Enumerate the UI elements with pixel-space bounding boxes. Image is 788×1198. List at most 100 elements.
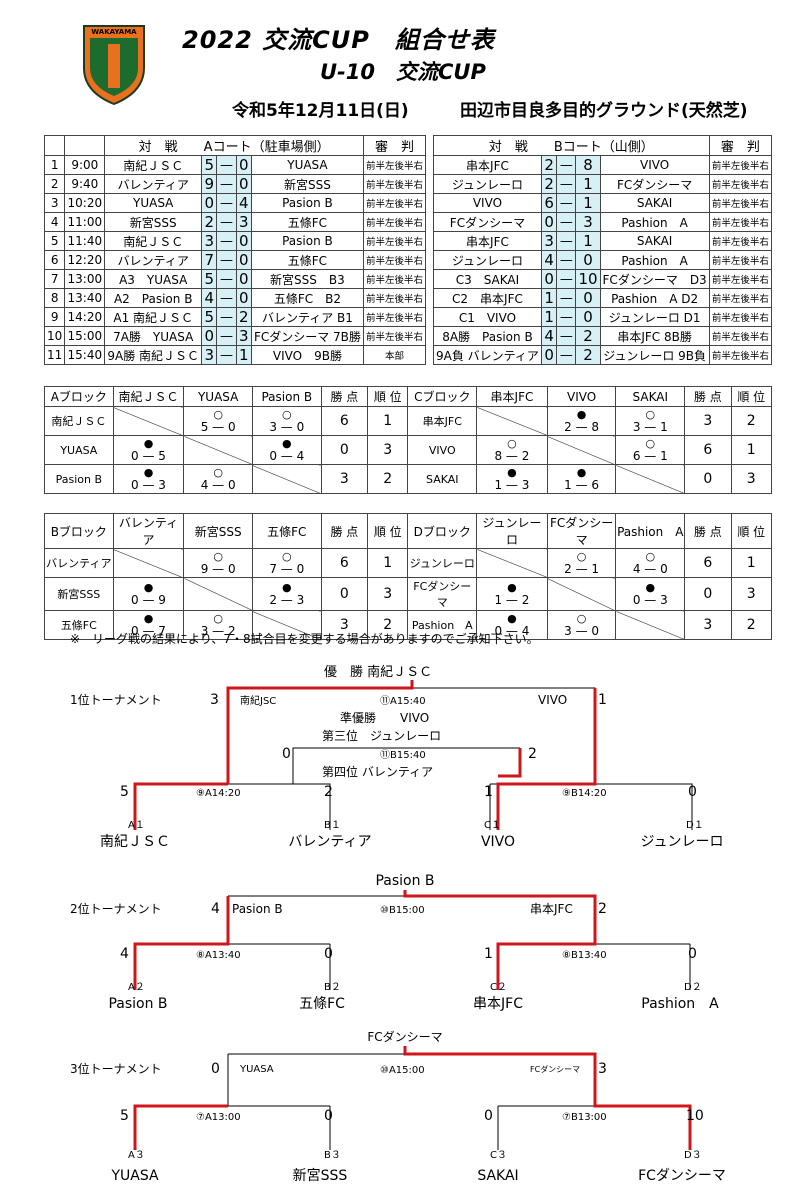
- b1-semi-b-match: ⑨B14:20: [562, 788, 607, 799]
- b-score-dash: —: [556, 250, 577, 270]
- b-score-home: 4: [540, 326, 558, 346]
- bracket-2-winner: Pasion B: [375, 873, 434, 889]
- b1-final-match: ⑪A15:40: [380, 695, 426, 707]
- a-score-dash: —: [216, 212, 237, 232]
- kickoff-time: 12:20: [64, 250, 106, 270]
- loss-mark-icon: ●: [507, 612, 517, 625]
- b-score-away: 2: [575, 345, 601, 365]
- match-number: 2: [43, 174, 66, 194]
- match-number: 6: [43, 250, 66, 270]
- loss-mark-icon: ●: [282, 437, 292, 450]
- b-score-home: 0: [540, 269, 558, 289]
- league-row-team: Pashion A: [407, 610, 478, 640]
- a-team-away: 新宮SSS: [250, 174, 364, 194]
- match-score: 5 — 0: [200, 420, 236, 434]
- bracket-2-title: 2位トーナメント: [70, 901, 162, 916]
- league-row-team: バレンティア: [44, 548, 114, 578]
- b-team-home: ジュンレーロ: [432, 174, 542, 194]
- a-referee: 前半左後半右: [362, 250, 427, 270]
- a-team-home: A1 南紀ＪＳＣ: [104, 307, 203, 327]
- a-referee: 前半左後半右: [362, 231, 427, 251]
- block-team-header: 五條FC: [251, 513, 322, 549]
- match-result-cell: ○9 — 0: [183, 548, 253, 578]
- match-result-cell: ●0 — 3: [615, 577, 686, 611]
- match-result-cell: ●0 — 4: [476, 610, 548, 640]
- b-ref-header: 審 判: [708, 135, 773, 156]
- a-score-home: 0: [201, 326, 218, 346]
- b3-semi-b-score-left: 0: [484, 1108, 493, 1124]
- block-team-header: VIVO: [546, 386, 617, 407]
- loss-mark-icon: ●: [645, 581, 656, 594]
- b-referee: 前半左後半右: [708, 288, 773, 308]
- win-mark-icon: ○: [645, 408, 656, 421]
- b2-semi-b-score-left: 1: [484, 946, 493, 962]
- b-score-dash: —: [556, 307, 577, 327]
- b2-team-a: Pasion B: [108, 996, 167, 1012]
- bracket-1: 1位トーナメント 優 勝 南紀ＪＳＣ 3 南紀JSC ⑪A15:40 VIVO …: [70, 664, 724, 850]
- a-team-away: 新宮SSS B3: [250, 269, 364, 289]
- b3-final-score-right: 3: [598, 1061, 607, 1077]
- row-gap: [425, 212, 434, 232]
- match-score: 4 — 0: [632, 562, 668, 576]
- match-score: 7 — 0: [269, 562, 305, 576]
- a-referee: 前半左後半右: [362, 288, 427, 308]
- b1-final-score-left: 3: [210, 692, 219, 708]
- a-score-dash: —: [216, 345, 237, 365]
- schedule-header-row: 対 戦 Aコート（駐車場側） 審 判 対 戦 Bコート（山側） 審 判: [43, 135, 773, 156]
- b3-team-b: 新宮SSS: [293, 1168, 348, 1184]
- match-result-cell: ●0 — 7: [112, 610, 185, 640]
- a-score-home: 5: [201, 307, 218, 327]
- b1-seed-c: C１: [484, 820, 501, 831]
- b-score-away: 1: [575, 231, 601, 251]
- b-score-away: 8: [575, 155, 601, 175]
- b-team-away: ジュンレーロ 9B負: [599, 345, 710, 365]
- b-referee: 前半左後半右: [708, 307, 773, 327]
- a-score-away: 3: [235, 326, 252, 346]
- a-score-dash: —: [216, 288, 237, 308]
- b-score-dash: —: [556, 155, 577, 175]
- b-team-home: C2 串本JFC: [432, 288, 542, 308]
- b1-team-a: 南紀ＪＳＣ: [100, 834, 170, 850]
- block-team-header: バレンティア: [112, 513, 185, 549]
- b2-seed-c: C２: [490, 982, 507, 993]
- a-team-away: 五條FC: [250, 212, 364, 232]
- a-score-away: 0: [235, 231, 252, 251]
- match-score: 2 — 3: [269, 593, 305, 607]
- a-team-home: バレンティア: [104, 174, 203, 194]
- a-team-home: バレンティア: [104, 250, 203, 270]
- b-score-away: 10: [575, 269, 601, 289]
- block-name: Bブロック: [44, 513, 114, 549]
- b-score-home: 6: [540, 193, 558, 213]
- match-number: 3: [43, 193, 66, 213]
- a-referee: 前半左後半右: [362, 212, 427, 232]
- loss-mark-icon: ●: [143, 612, 154, 625]
- a-team-home: A2 Pasion B: [104, 288, 203, 308]
- loss-mark-icon: ●: [143, 581, 154, 594]
- match-result-cell: ●2 — 3: [251, 577, 322, 611]
- b1-final-left-team: 南紀JSC: [240, 694, 276, 707]
- b1-team-b: バレンティア: [288, 834, 371, 850]
- b-score-home: 3: [540, 231, 558, 251]
- match-number: 8: [43, 288, 66, 308]
- match-result-cell: ○2 — 1: [546, 548, 617, 578]
- a-score-home: 2: [201, 212, 218, 232]
- self-match-cell: [112, 548, 185, 578]
- b3-team-c: SAKAI: [477, 1168, 518, 1184]
- a-score-away: 4: [235, 193, 252, 213]
- a-team-away: 五條FC: [250, 250, 364, 270]
- b1-semi-a-score-right: 2: [324, 784, 333, 800]
- match-result-cell: ●2 — 8: [546, 406, 617, 436]
- b-score-home: 2: [540, 174, 558, 194]
- b-score-away: 0: [575, 307, 601, 327]
- kickoff-time: 10:20: [64, 193, 106, 213]
- match-score: 3 — 1: [632, 420, 668, 434]
- b-score-home: 1: [540, 307, 558, 327]
- match-score: 3 — 0: [564, 624, 600, 638]
- block-name: Dブロック: [407, 513, 478, 549]
- points-header: 勝 点: [320, 386, 369, 407]
